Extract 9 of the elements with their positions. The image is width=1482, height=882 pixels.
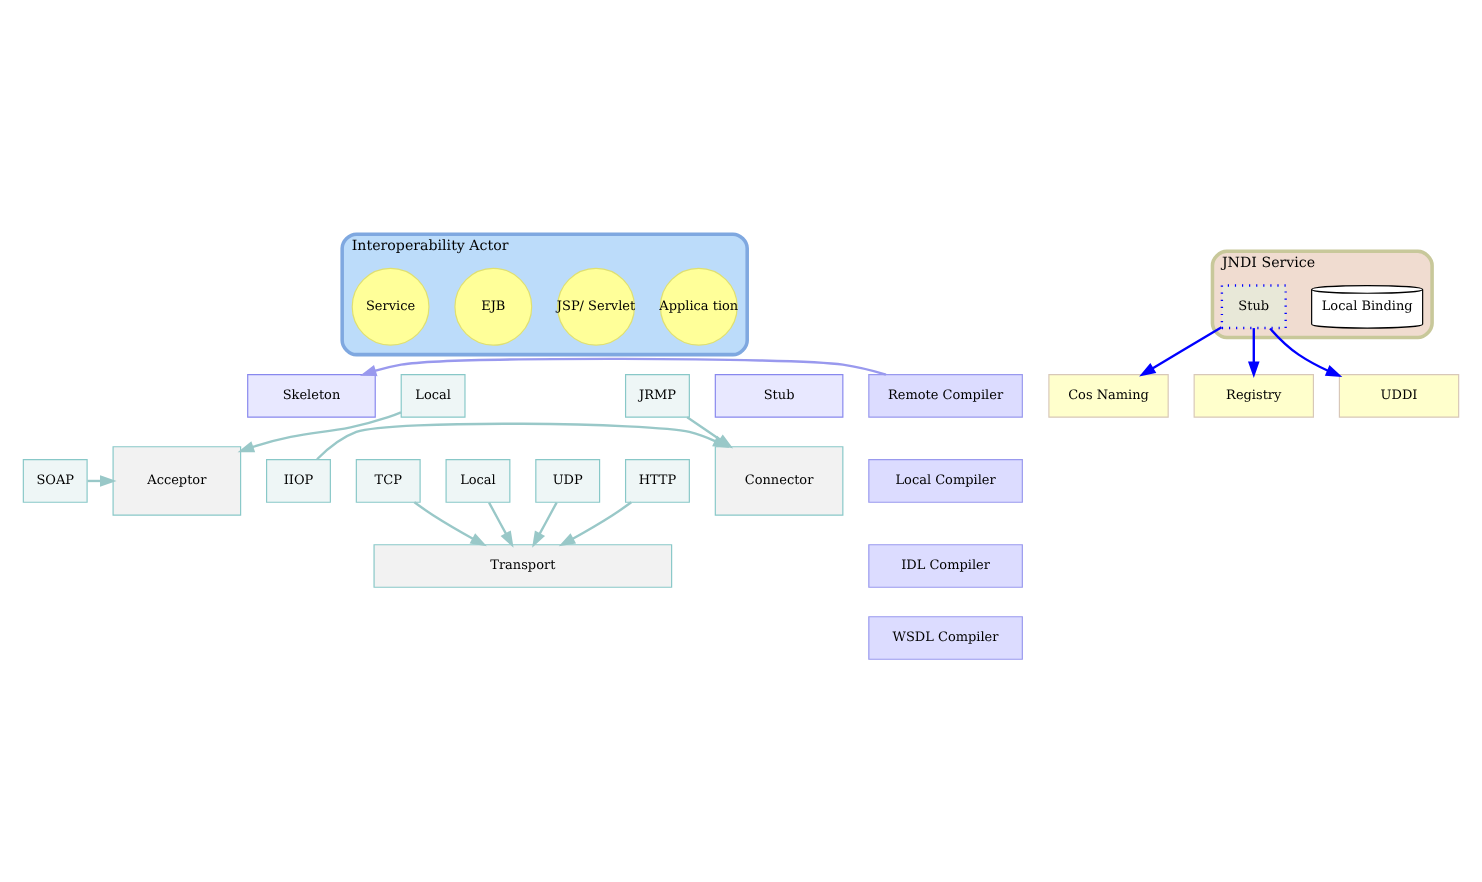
arrow xyxy=(1139,325,1223,376)
arrow xyxy=(558,500,632,546)
arrow xyxy=(359,356,887,376)
arrow xyxy=(1269,326,1343,377)
arrow xyxy=(532,501,558,547)
arrow xyxy=(237,410,402,452)
arrow xyxy=(1248,327,1260,377)
arrow xyxy=(488,501,514,547)
arrow xyxy=(413,500,487,546)
